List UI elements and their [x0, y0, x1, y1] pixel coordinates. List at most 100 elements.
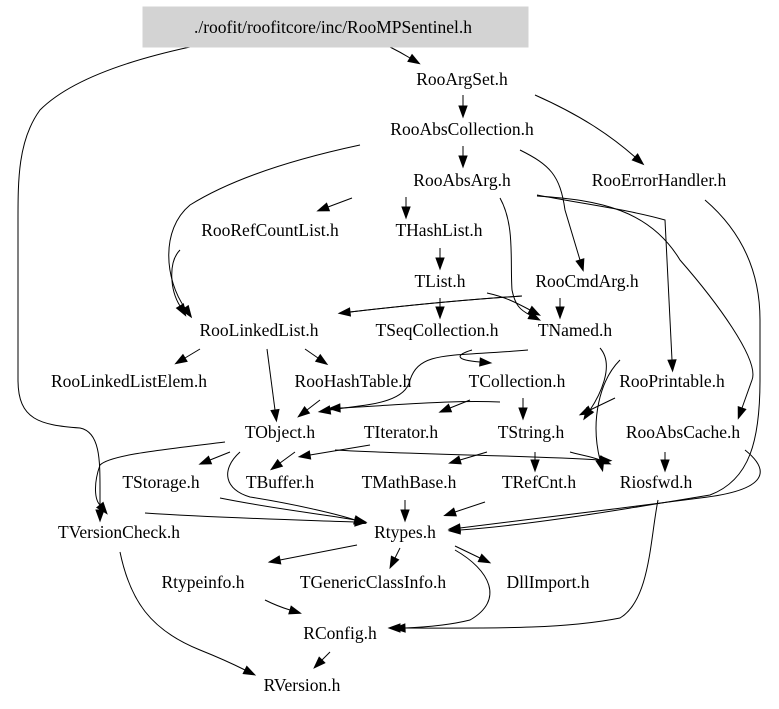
arrowhead-icon	[443, 507, 457, 517]
edge-line	[279, 544, 358, 561]
arrowhead-icon	[316, 202, 331, 212]
edge-line	[459, 349, 481, 363]
edge-RooAbsArg-to-THashList	[401, 197, 411, 220]
edge-root-to-RooArgSet	[389, 46, 421, 65]
edge-TIterator-to-TBuffer	[297, 444, 371, 460]
edge-line	[449, 399, 471, 409]
edge-TList-to-TSeqCollection	[435, 298, 445, 320]
node-label: RooAbsCollection.h	[390, 119, 534, 139]
arrowhead-icon	[327, 403, 341, 413]
edge-RooRefCountList-to-RooLinkedList	[171, 249, 187, 317]
node-label: RooRefCountList.h	[201, 220, 339, 240]
edge-RooCmdArg-to-RooLinkedList	[349, 295, 523, 313]
arrowhead-icon	[180, 304, 193, 319]
node-label: TStorage.h	[122, 472, 200, 492]
node-TRefCnt[interactable]: TRefCnt.h	[502, 472, 577, 492]
node-TString[interactable]: TString.h	[498, 422, 565, 442]
node-Rtypeinfo[interactable]: Rtypeinfo.h	[161, 572, 244, 592]
node-TVersionCheck[interactable]: TVersionCheck.h	[58, 522, 180, 542]
arrowhead-icon	[477, 553, 492, 564]
edge-RooArgSet-to-RooErrorHandler	[534, 94, 645, 166]
arrowhead-icon	[400, 509, 410, 523]
node-TStorage[interactable]: TStorage.h	[122, 472, 200, 492]
arrowhead-icon	[407, 53, 421, 65]
edge-line	[309, 444, 371, 456]
node-TNamed[interactable]: TNamed.h	[538, 320, 613, 340]
node-label: TIterator.h	[364, 422, 439, 442]
node-Riosfwd[interactable]: Riosfwd.h	[620, 472, 693, 492]
node-RooAbsArg[interactable]: RooAbsArg.h	[413, 170, 511, 190]
node-label: TGenericClassInfo.h	[300, 572, 447, 592]
edge-RooCmdArg-to-TString	[555, 298, 565, 320]
node-TList[interactable]: TList.h	[414, 271, 465, 291]
node-RooArgSet[interactable]: RooArgSet.h	[416, 69, 508, 89]
node-DllImport[interactable]: DllImport.h	[506, 572, 589, 592]
arrowhead-icon	[392, 623, 406, 633]
node-label: RVersion.h	[264, 675, 341, 695]
node-label: Rtypes.h	[374, 522, 436, 542]
arrowhead-icon	[518, 407, 528, 421]
edge-TList-to-TNamed	[486, 292, 542, 316]
node-label: TObject.h	[245, 422, 315, 442]
edge-RooArgSet-to-RooAbsCollection	[458, 95, 468, 119]
node-RooPrintable[interactable]: RooPrintable.h	[619, 371, 725, 391]
arrowhead-icon	[597, 455, 612, 465]
node-RooAbsCache[interactable]: RooAbsCache.h	[626, 422, 740, 442]
arrowhead-icon	[242, 665, 257, 676]
edge-TObject-to-TVersionCheck	[95, 441, 226, 515]
node-TIterator[interactable]: TIterator.h	[364, 422, 439, 442]
edge-line	[534, 94, 636, 158]
edge-line	[334, 449, 601, 461]
node-THashList[interactable]: THashList.h	[395, 220, 482, 240]
node-TBuffer[interactable]: TBuffer.h	[246, 472, 314, 492]
edge-line	[219, 497, 356, 521]
node-TGenericClassInfo[interactable]: TGenericClassInfo.h	[300, 572, 447, 592]
node-Rtypes[interactable]: Rtypes.h	[374, 522, 436, 542]
edge-TObject-to-Riosfwd	[334, 449, 613, 465]
node-RooLinkedList[interactable]: RooLinkedList.h	[199, 320, 318, 340]
edge-line	[279, 451, 296, 464]
node-RooCmdArg[interactable]: RooCmdArg.h	[535, 271, 638, 291]
node-RooAbsCollection[interactable]: RooAbsCollection.h	[390, 119, 534, 139]
node-RVersion[interactable]: RVersion.h	[264, 675, 341, 695]
edge-TObject-to-TBuffer	[269, 451, 296, 471]
arrowhead-icon	[578, 405, 593, 416]
arrowhead-icon	[631, 153, 645, 166]
edge-line	[459, 199, 761, 531]
node-label: RooLinkedList.h	[199, 320, 318, 340]
node-RooRefCountList[interactable]: RooRefCountList.h	[201, 220, 339, 240]
edge-line	[589, 397, 616, 411]
node-RooHashTable[interactable]: RooHashTable.h	[295, 371, 412, 391]
arrowhead-icon	[297, 450, 312, 460]
node-TObject[interactable]: TObject.h	[245, 422, 315, 442]
node-TSeqCollection[interactable]: TSeqCollection.h	[376, 320, 499, 340]
edge-TString-to-TMathBase	[448, 451, 488, 465]
edge-THashList-to-TList	[435, 248, 445, 271]
edge-RooAbsCollection-to-RooAbsArg	[458, 146, 468, 169]
arrowhead-icon	[667, 359, 677, 373]
edge-Rtypes-to-Rtypeinfo	[267, 544, 358, 565]
node-label: Riosfwd.h	[620, 472, 693, 492]
node-RooLinkedListElem[interactable]: RooLinkedListElem.h	[51, 371, 207, 391]
arrowhead-icon	[479, 357, 493, 367]
edge-TMathBase-to-Rtypes	[400, 500, 410, 523]
node-label: TSeqCollection.h	[376, 320, 499, 340]
edge-line	[184, 348, 201, 359]
root-node[interactable]: ./roofit/roofitcore/inc/RooMPSentinel.h	[142, 6, 529, 48]
edge-line	[306, 399, 321, 411]
edge-line	[569, 451, 601, 461]
arrowhead-icon	[448, 455, 462, 465]
node-RConfig[interactable]: RConfig.h	[303, 623, 377, 643]
edge-line	[459, 449, 761, 529]
node-RooErrorHandler[interactable]: RooErrorHandler.h	[592, 170, 727, 190]
arrowhead-icon	[435, 306, 445, 320]
arrowhead-icon	[438, 403, 453, 413]
edge-line	[227, 451, 356, 521]
node-label: RooPrintable.h	[619, 371, 725, 391]
node-TCollection[interactable]: TCollection.h	[469, 371, 566, 391]
edge-RooPrintable-to-TString	[578, 397, 616, 416]
arrowhead-icon	[660, 459, 670, 473]
node-TMathBase[interactable]: TMathBase.h	[362, 472, 457, 492]
edge-TSeqCollection-to-TCollection	[459, 349, 493, 367]
arrowhead-icon	[458, 105, 468, 119]
